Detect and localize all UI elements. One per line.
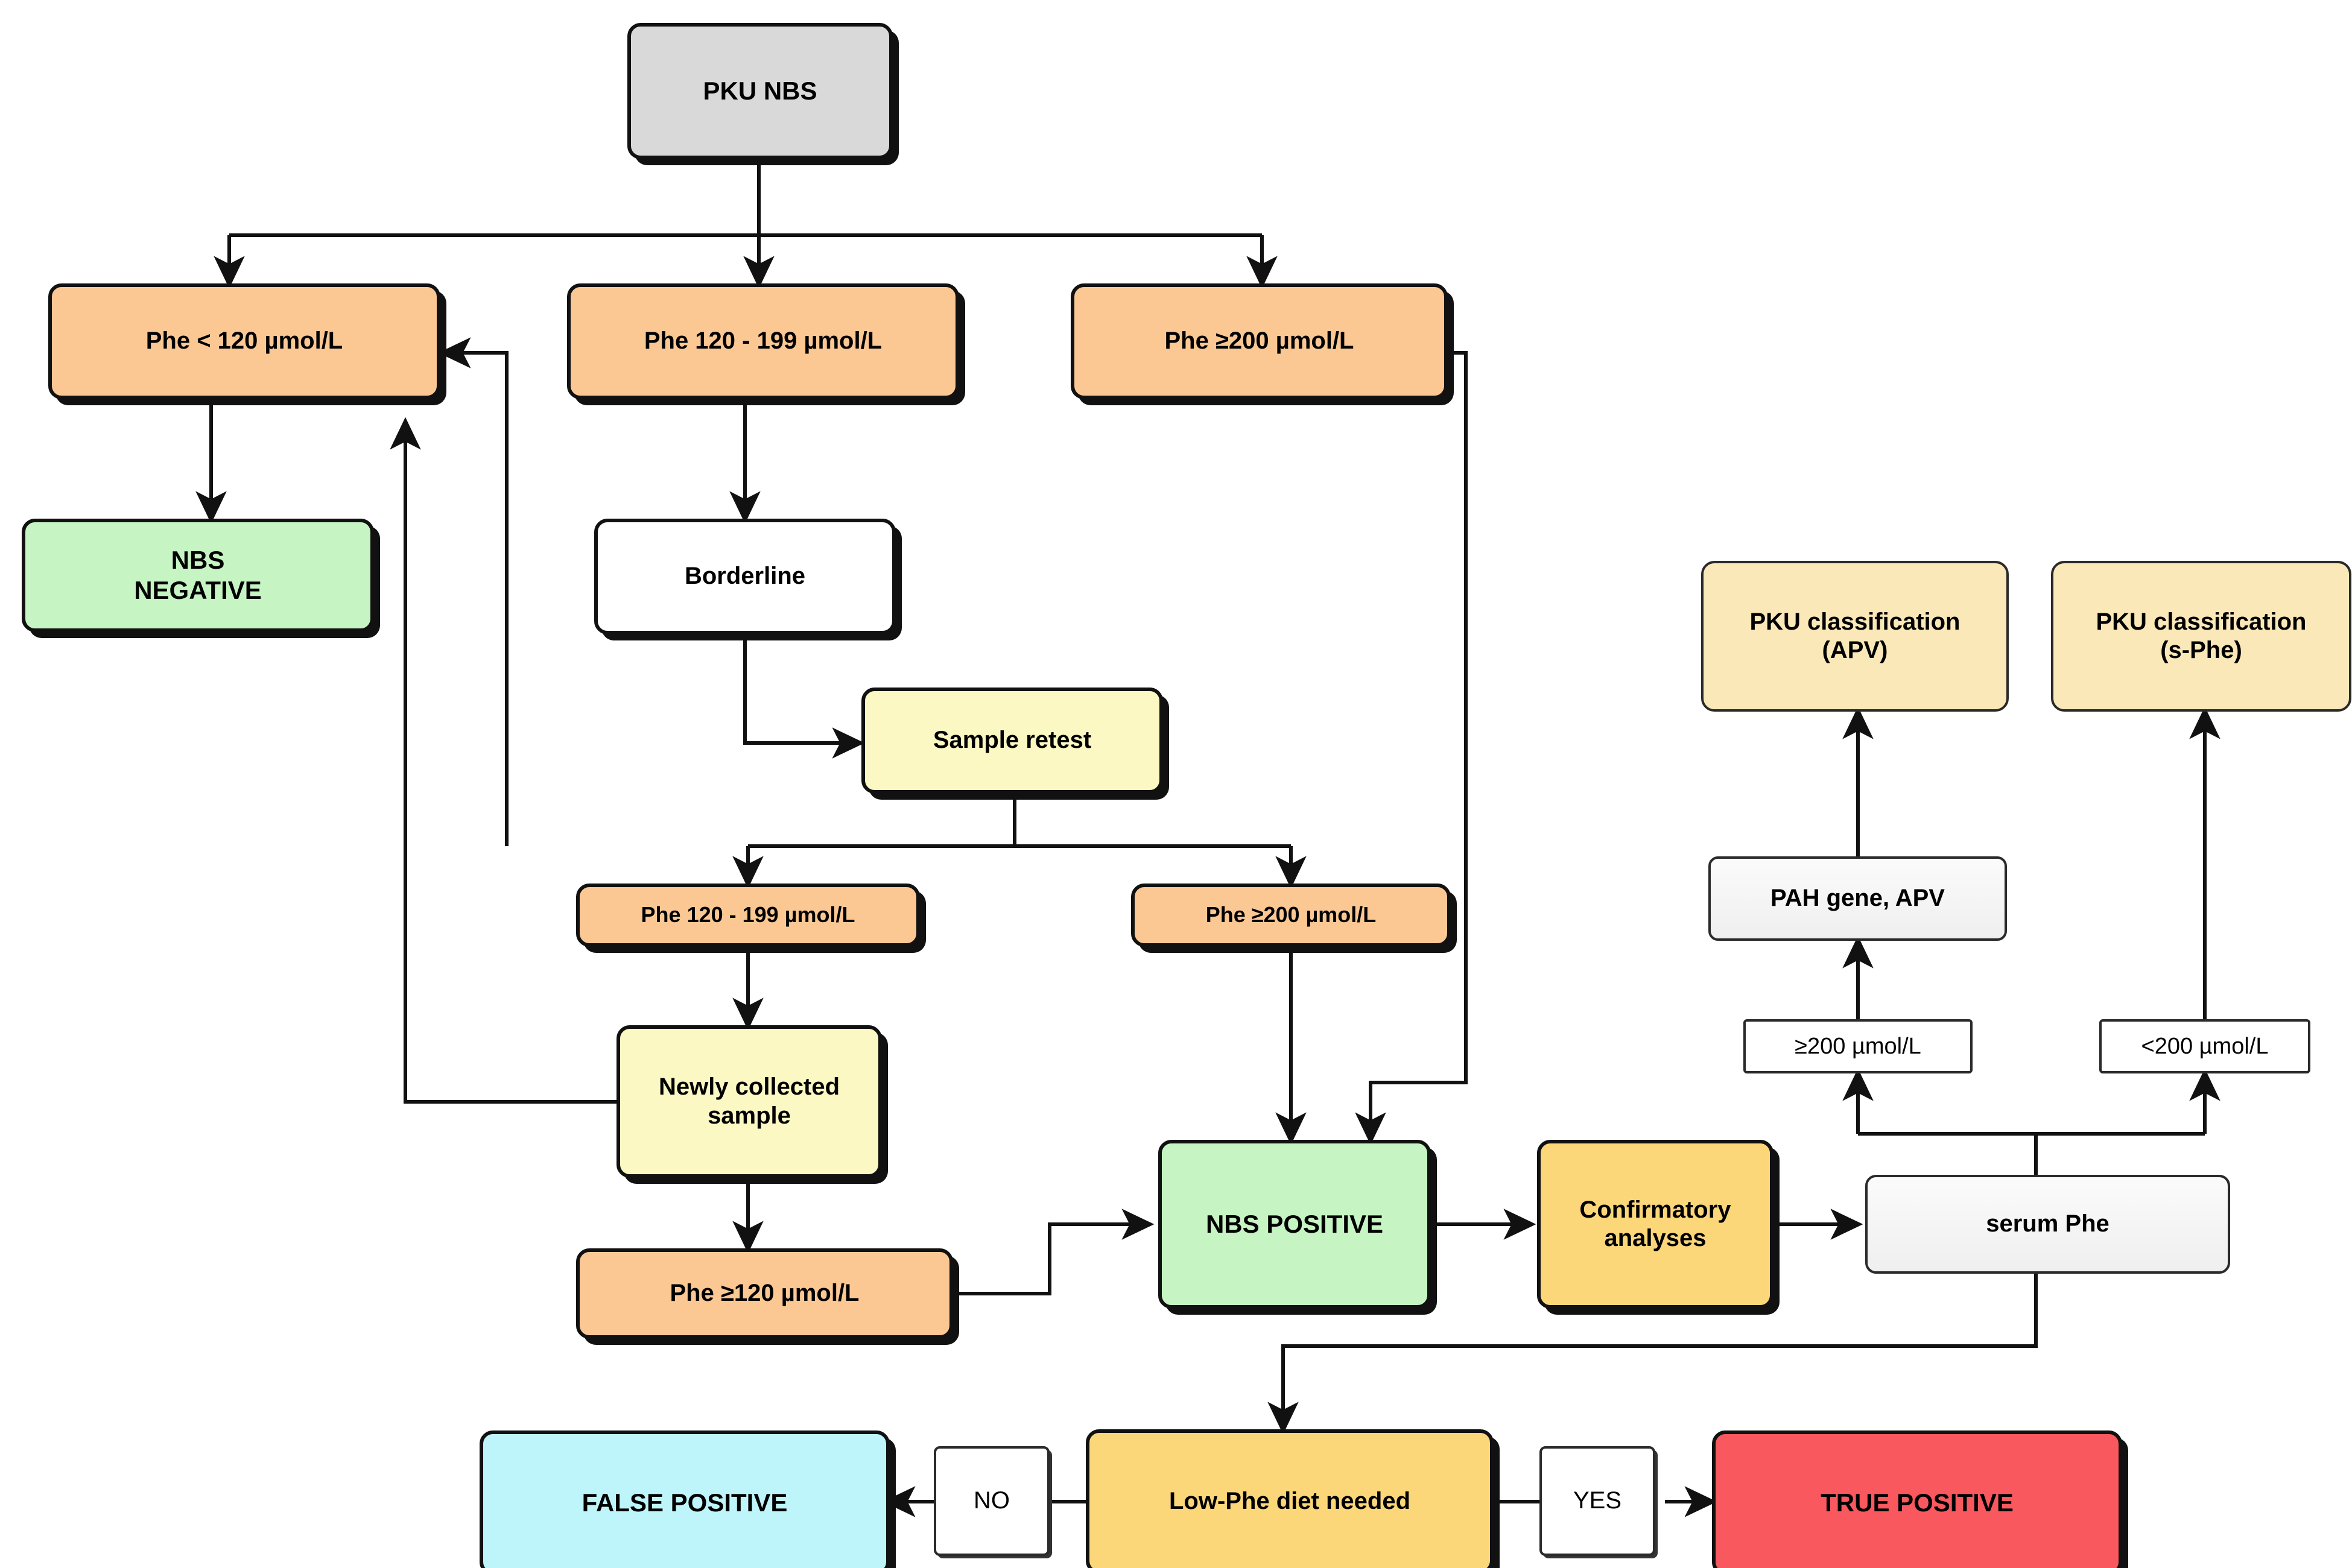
edge-borderline-to-sample-retest [743,634,865,759]
node-true-positive[interactable]: TRUE POSITIVE [1712,1430,2122,1568]
edge-phege200top-to-nbs-positive [1355,351,1468,1145]
node-phe-120-199-mid[interactable]: Phe 120 - 199 µmol/L [576,884,920,947]
node-borderline[interactable]: Borderline [594,519,896,634]
node-phe-ge-200-top[interactable]: Phe ≥200 µmol/L [1071,283,1448,399]
label-yes[interactable]: YES [1539,1446,1655,1556]
node-phe-lt-120[interactable]: Phe < 120 µmol/L [48,283,440,399]
node-newly-collected-sample[interactable]: Newly collected sample [617,1025,882,1178]
node-false-positive[interactable]: FALSE POSITIVE [480,1430,890,1568]
label-no[interactable]: NO [934,1446,1050,1556]
edge-retest-feedback-to-phe-lt120 [438,337,509,846]
edge-phege120-to-nbs-positive [952,1209,1155,1295]
node-low-phe-diet-needed[interactable]: Low-Phe diet needed [1086,1429,1494,1568]
node-nbs-negative[interactable]: NBS NEGATIVE [22,519,374,632]
node-pku-classification-sphe[interactable]: PKU classification (s-Phe) [2051,561,2351,712]
node-phe-ge-120[interactable]: Phe ≥120 µmol/L [576,1248,953,1339]
node-pku-classification-apv[interactable]: PKU classification (APV) [1701,561,2009,712]
edge-newsample-to-phe-lt120 [390,417,617,1104]
node-phe-120-199-top[interactable]: Phe 120 - 199 µmol/L [567,283,959,399]
node-serum-phe[interactable]: serum Phe [1865,1175,2230,1274]
label-ge-200-umol[interactable]: ≥200 µmol/L [1743,1019,1973,1073]
node-pah-gene-apv[interactable]: PAH gene, APV [1708,856,2007,941]
node-pku-nbs[interactable]: PKU NBS [627,23,893,159]
node-confirmatory-analyses[interactable]: Confirmatory analyses [1537,1140,1774,1309]
label-lt-200-umol[interactable]: <200 µmol/L [2099,1019,2310,1073]
node-phe-ge-200-mid[interactable]: Phe ≥200 µmol/L [1131,884,1451,947]
node-nbs-positive[interactable]: NBS POSITIVE [1158,1140,1431,1309]
node-sample-retest[interactable]: Sample retest [861,688,1163,794]
